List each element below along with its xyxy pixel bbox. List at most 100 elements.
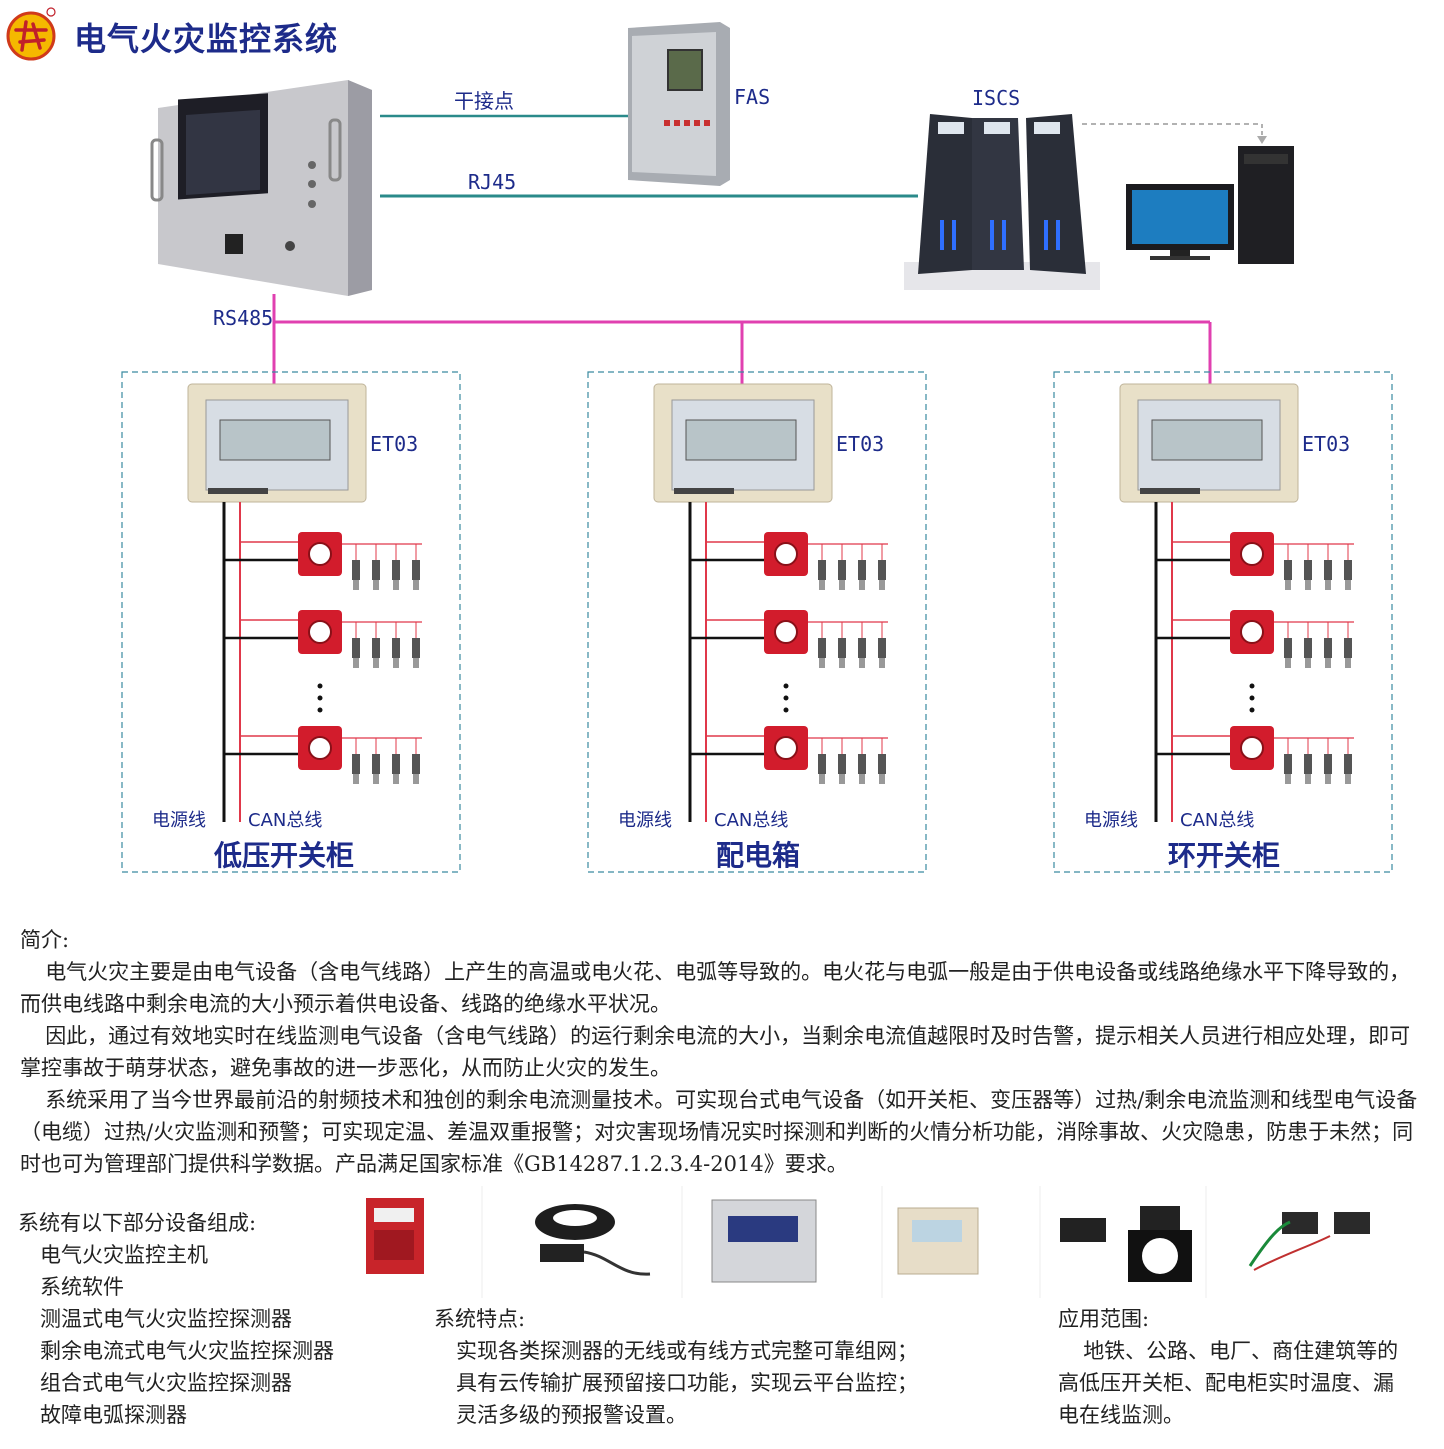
intro-paragraph: 电气火灾主要是由电气设备（含电气线路）上产生的高温或电火花、电弧等导致的。电火花… xyxy=(20,960,1411,1016)
monitoring-host-unit xyxy=(150,80,372,296)
temperature-probe xyxy=(352,754,360,774)
components-heading: 系统有以下部分设备组成: xyxy=(18,1211,257,1235)
cabinet-groups xyxy=(121,371,1393,873)
temperature-probe xyxy=(412,638,420,658)
temperature-probe xyxy=(858,754,866,774)
temperature-probe xyxy=(818,754,826,774)
device-model-label: ET03 xyxy=(836,432,885,456)
power-line-label: 电源线 xyxy=(618,810,672,831)
product-photo-ct-set xyxy=(1060,1206,1192,1282)
product-photo-din-module xyxy=(897,1207,979,1275)
power-line-label: 电源线 xyxy=(1084,810,1138,831)
sensor-row xyxy=(1156,726,1354,784)
component-item: 电气火灾监控主机 xyxy=(40,1243,208,1267)
et03-monitor-module xyxy=(1119,383,1299,503)
intro-paragraph: 因此，通过有效地实时在线监测电气设备（含电气线路）的运行剩余电流的大小，当剩余电… xyxy=(20,1024,1411,1080)
temperature-probe xyxy=(412,560,420,580)
rs485-label: RS485 xyxy=(213,306,273,330)
cabinet-enclosure xyxy=(587,371,927,873)
temperature-probe xyxy=(1324,754,1332,774)
component-item: 故障电弧探测器 xyxy=(40,1403,187,1427)
et03-monitor-module xyxy=(653,383,833,503)
temperature-probe xyxy=(412,754,420,774)
intro-paragraph: 系统采用了当今世界最前沿的射频技术和独创的剩余电流测量技术。可实现台式电气设备（… xyxy=(20,1088,1418,1176)
temperature-probe xyxy=(372,754,380,774)
component-item: 剩余电流式电气火灾监控探测器 xyxy=(40,1339,334,1363)
feature-item: 灵活多级的预报警设置。 xyxy=(456,1403,687,1427)
features-section: 系统特点: 实现各类探测器的无线或有线方式完整可靠组网； 具有云传输扩展预留接口功… xyxy=(434,1303,1014,1431)
component-item: 测温式电气火灾监控探测器 xyxy=(40,1307,292,1331)
temperature-probe xyxy=(372,560,380,580)
cabinet-enclosure xyxy=(1053,371,1393,873)
temperature-probe xyxy=(1284,560,1292,580)
temperature-probe xyxy=(878,560,886,580)
temperature-probe xyxy=(1344,754,1352,774)
cabinet-name: 低压开关柜 xyxy=(213,839,354,872)
temperature-probe xyxy=(858,638,866,658)
component-item: 系统软件 xyxy=(40,1275,124,1299)
can-bus-label: CAN总线 xyxy=(248,810,323,831)
ellipsis-dot xyxy=(317,707,323,713)
rs485-bus xyxy=(272,294,1212,384)
can-bus-label: CAN总线 xyxy=(1180,810,1255,831)
product-photo-strip xyxy=(366,1186,1370,1298)
temperature-probe xyxy=(1324,560,1332,580)
temperature-probe xyxy=(858,560,866,580)
cabinet-group xyxy=(121,371,461,873)
sensor-row xyxy=(224,532,422,590)
iscs-label: ISCS xyxy=(972,86,1020,110)
feature-item: 具有云传输扩展预留接口功能，实现云平台监控； xyxy=(456,1371,918,1395)
temperature-probe xyxy=(1324,638,1332,658)
temperature-probe xyxy=(1344,638,1352,658)
temperature-probe xyxy=(878,754,886,774)
cabinet-group xyxy=(1053,371,1393,873)
ellipsis-dot xyxy=(1249,707,1255,713)
features-list: 实现各类探测器的无线或有线方式完整可靠组网； 具有云传输扩展预留接口功能，实现云平… xyxy=(434,1335,1014,1431)
temperature-probe xyxy=(392,560,400,580)
rj45-label: RJ45 xyxy=(468,170,516,194)
sensor-row xyxy=(690,532,888,590)
temperature-probe xyxy=(838,638,846,658)
temperature-probe xyxy=(1284,638,1292,658)
product-photo-detector-box xyxy=(711,1199,817,1283)
sensor-row xyxy=(224,610,422,668)
sensor-row xyxy=(1156,610,1354,668)
product-photo-current-transformer xyxy=(535,1204,651,1276)
sensor-row xyxy=(1156,532,1354,590)
application-heading: 应用范围: xyxy=(1058,1307,1150,1331)
temperature-probe xyxy=(372,638,380,658)
product-photo-arc-detector xyxy=(366,1198,424,1274)
iscs-server-rack xyxy=(904,114,1100,290)
intro-heading: 简介: xyxy=(20,928,70,952)
ellipsis-dot xyxy=(317,683,323,689)
temperature-probe xyxy=(1284,754,1292,774)
temperature-probe xyxy=(1304,560,1312,580)
temperature-probe xyxy=(838,560,846,580)
device-model-label: ET03 xyxy=(370,432,419,456)
ellipsis-dot xyxy=(783,707,789,713)
fas-panel xyxy=(628,22,730,186)
ellipsis-dot xyxy=(1249,683,1255,689)
ellipsis-dot xyxy=(783,695,789,701)
company-logo xyxy=(6,7,56,61)
temperature-probe xyxy=(392,638,400,658)
dry-contact-label: 干接点 xyxy=(454,89,514,113)
temperature-probe xyxy=(352,560,360,580)
cabinet-name: 环开关柜 xyxy=(1167,839,1280,872)
features-heading: 系统特点: xyxy=(434,1307,526,1331)
sensor-row xyxy=(224,726,422,784)
temperature-probe xyxy=(1304,754,1312,774)
temperature-probe xyxy=(818,560,826,580)
ellipsis-dot xyxy=(783,683,789,689)
sensor-row xyxy=(690,610,888,668)
cabinet-name: 配电箱 xyxy=(715,839,800,872)
ellipsis-dot xyxy=(1249,695,1255,701)
temperature-probe xyxy=(878,638,886,658)
application-text: 地铁、公路、电厂、商住建筑等的高低压开关柜、配电柜实时温度、漏电在线监测。 xyxy=(1058,1339,1399,1427)
power-line-label: 电源线 xyxy=(152,810,206,831)
feature-item: 实现各类探测器的无线或有线方式完整可靠组网； xyxy=(456,1339,918,1363)
device-model-label: ET03 xyxy=(1302,432,1351,456)
temperature-probe xyxy=(838,754,846,774)
application-section: 应用范围: 地铁、公路、电厂、商住建筑等的高低压开关柜、配电柜实时温度、漏电在线… xyxy=(1058,1303,1408,1431)
components-section: 系统有以下部分设备组成: 电气火灾监控主机系统软件测温式电气火灾监控探测器剩余电… xyxy=(18,1207,418,1431)
